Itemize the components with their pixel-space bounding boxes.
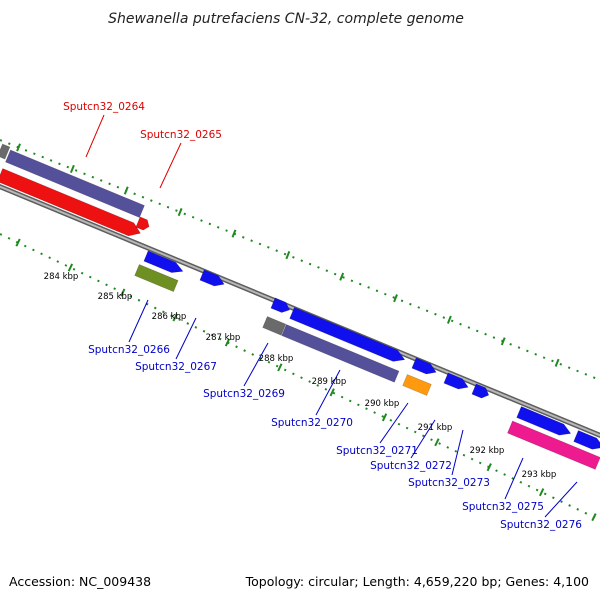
major-tick-mark [67, 263, 74, 272]
major-tick-mark [70, 164, 75, 174]
tick-label-284-kbp: 284 kbp [44, 272, 79, 282]
gene-label-sputcn32-0266[interactable]: Sputcn32_0266 [88, 344, 170, 356]
gene-sputcn32-0266-blue[interactable] [143, 250, 185, 276]
gene-sputcn32-0275[interactable] [516, 406, 573, 439]
leader-sputcn32-0269 [243, 342, 269, 387]
gene-label-sputcn32-0275[interactable]: Sputcn32_0275 [462, 501, 544, 513]
gene-sputcn32-0264-red[interactable] [0, 168, 143, 240]
gene-sputcn32-0275b[interactable] [573, 430, 600, 453]
gene-sputcn32-0270[interactable] [281, 324, 400, 383]
map-title: Shewanella putrefaciens CN-32, complete … [108, 11, 464, 27]
gene-label-sputcn32-0269[interactable]: Sputcn32_0269 [203, 388, 285, 400]
major-tick-mark [393, 294, 398, 303]
leader-sputcn32-0271 [379, 402, 409, 444]
major-tick-mark [231, 229, 237, 238]
inner-major-ticks [15, 238, 597, 522]
gene-sputcn32-0268[interactable] [270, 297, 292, 315]
gene-label-sputcn32-0270[interactable]: Sputcn32_0270 [271, 417, 353, 429]
leader-sputcn32-0273 [451, 429, 464, 476]
tick-label-285-kbp: 285 kbp [98, 292, 133, 302]
tick-label-289-kbp: 289 kbp [312, 377, 347, 387]
major-tick-mark [123, 186, 129, 195]
tick-label-293-kbp: 293 kbp [522, 470, 557, 480]
leader-sputcn32-0265 [159, 142, 182, 189]
label-leader-lines [85, 114, 578, 518]
major-tick-mark [177, 207, 183, 217]
gene-label-sputcn32-0272[interactable]: Sputcn32_0272 [370, 460, 452, 472]
gene-label-sputcn32-0264[interactable]: Sputcn32_0264 [63, 101, 145, 113]
major-tick-mark [486, 463, 492, 472]
major-tick-mark [591, 513, 597, 522]
tick-label-291-kbp: 291 kbp [418, 423, 453, 433]
gene-sputcn32-0264[interactable] [5, 149, 145, 218]
major-tick-mark [277, 363, 283, 372]
major-tick-mark [224, 338, 231, 347]
gene-sputcn32-0265[interactable] [135, 216, 151, 232]
leader-sputcn32-0266 [128, 299, 149, 343]
genome-summary-text: Topology: circular; Length: 4,659,220 bp… [245, 574, 589, 589]
tick-label-287-kbp: 287 kbp [206, 333, 241, 343]
leader-sputcn32-0270 [315, 369, 341, 416]
major-tick-mark [329, 388, 335, 397]
tick-label-286-kbp: 286 kbp [152, 312, 187, 322]
gene-sputcn32-0263[interactable] [0, 143, 11, 160]
major-tick-mark [434, 438, 440, 447]
gene-sputcn32-0273[interactable] [471, 383, 491, 400]
major-tick-mark [285, 251, 291, 260]
leader-sputcn32-0267 [175, 317, 197, 360]
major-tick-mark [381, 413, 388, 422]
leader-sputcn32-0275 [504, 457, 524, 500]
inner-tick-ring [0, 233, 600, 521]
gene-label-sputcn32-0271[interactable]: Sputcn32_0271 [336, 445, 418, 457]
gene-sputcn32-0276[interactable] [507, 420, 600, 470]
gene-sputcn32-0266[interactable] [134, 264, 179, 293]
gene-label-sputcn32-0276[interactable]: Sputcn32_0276 [500, 519, 582, 531]
gene-sputcn32-0269-grey[interactable] [262, 316, 287, 336]
gene-label-sputcn32-0273[interactable]: Sputcn32_0273 [408, 477, 490, 489]
major-tick-mark [15, 238, 21, 247]
major-tick-mark [500, 337, 506, 346]
major-tick-mark [339, 272, 345, 281]
gene-sputcn32-0270-orange[interactable] [402, 374, 432, 396]
leader-sputcn32-0272 [410, 419, 436, 459]
tick-label-288-kbp: 288 kbp [259, 354, 294, 364]
major-tick-mark [554, 358, 560, 367]
gene-features [0, 143, 600, 470]
major-tick-mark [120, 288, 126, 297]
major-tick-mark [446, 315, 452, 324]
gene-sputcn32-0269[interactable] [289, 307, 407, 365]
gene-sputcn32-0271[interactable] [411, 357, 438, 377]
tick-label-290-kbp: 290 kbp [365, 399, 400, 409]
gene-sputcn32-0272[interactable] [443, 372, 470, 392]
gene-label-sputcn32-0267[interactable]: Sputcn32_0267 [135, 361, 217, 373]
gene-sputcn32-0267[interactable] [199, 269, 226, 289]
outer-major-ticks [16, 143, 560, 367]
major-tick-mark [172, 313, 178, 322]
tick-label-292-kbp: 292 kbp [470, 446, 505, 456]
leader-sputcn32-0276 [544, 481, 578, 518]
leader-sputcn32-0264 [85, 114, 105, 158]
major-tick-mark [538, 488, 545, 497]
major-tick-mark [16, 143, 21, 152]
accession-text: Accession: NC_009438 [9, 574, 151, 589]
gene-label-sputcn32-0265[interactable]: Sputcn32_0265 [140, 129, 222, 141]
